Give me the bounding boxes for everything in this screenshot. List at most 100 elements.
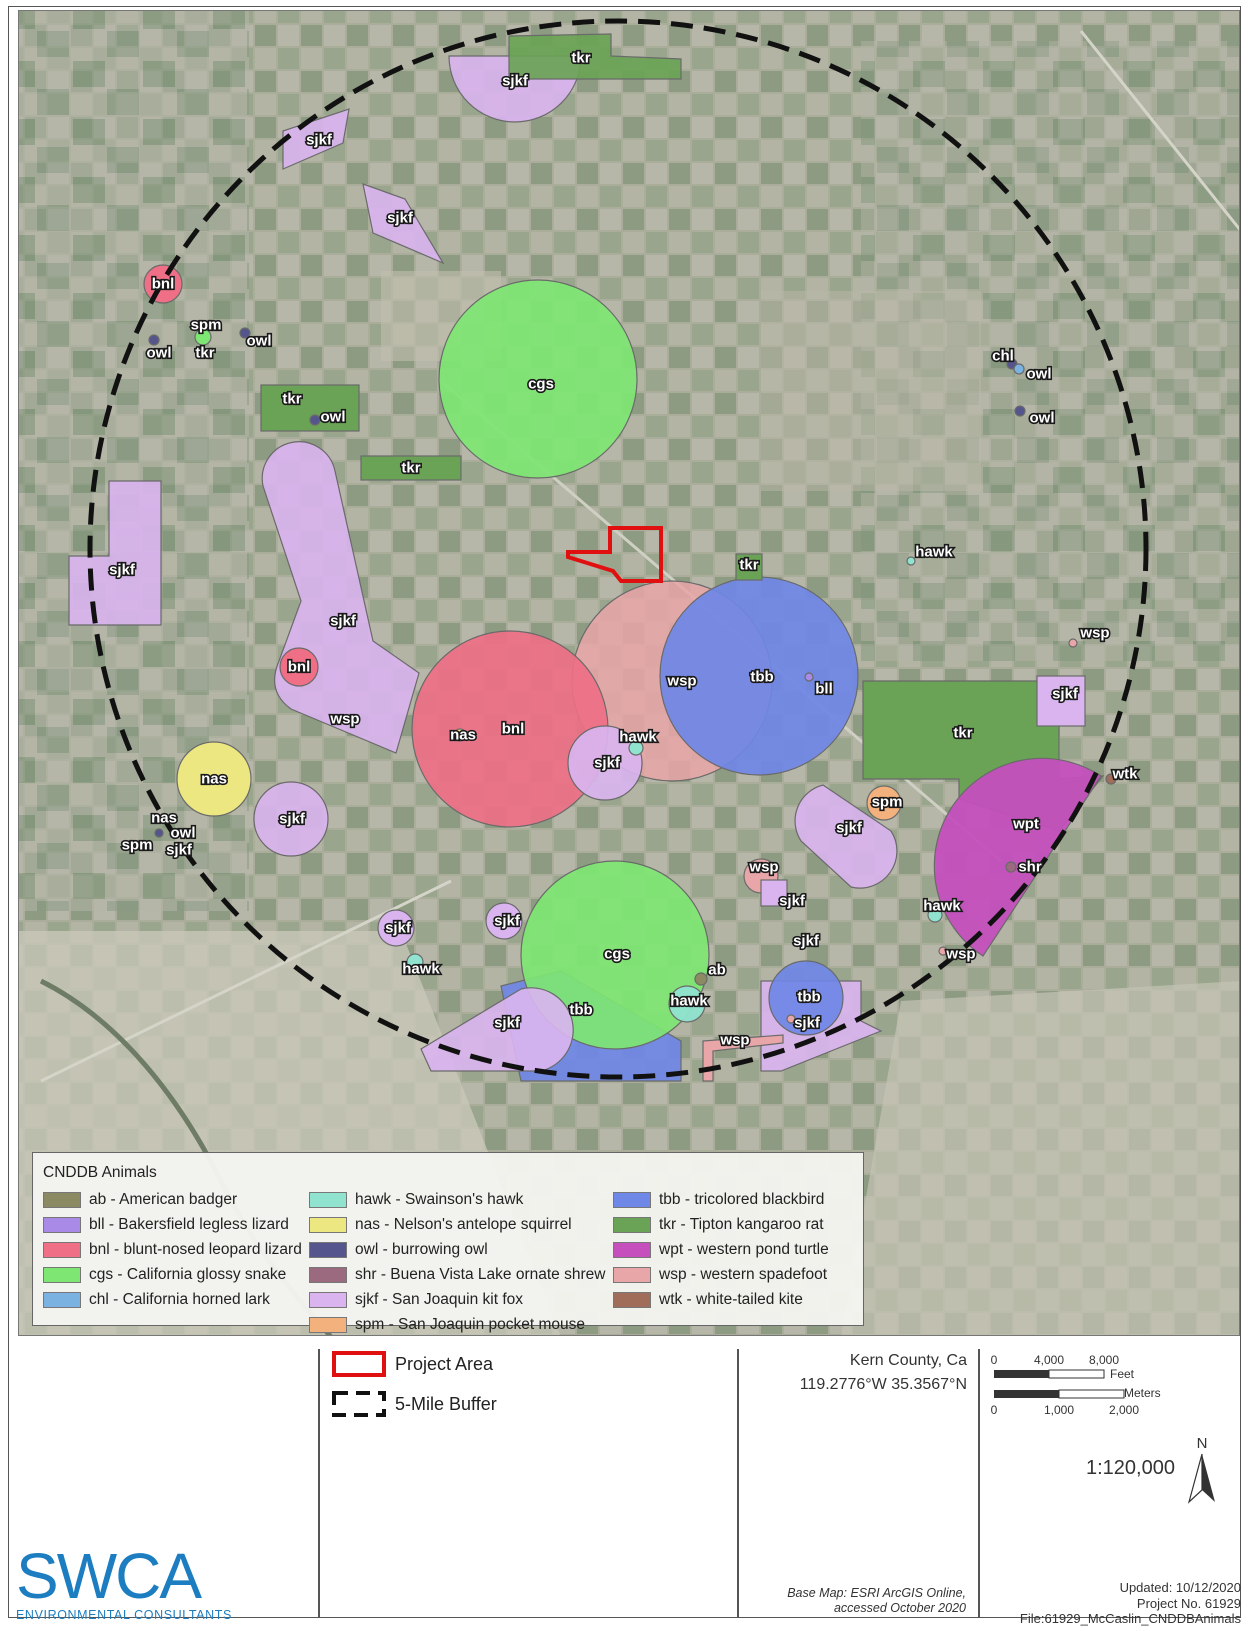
- scale-feet-unit: Feet: [1110, 1367, 1135, 1381]
- label-sjkf: sjkf: [109, 562, 136, 579]
- legend-label: owl - burrowing owl: [355, 1241, 488, 1258]
- scale-meter-tick: 2,000: [1109, 1403, 1139, 1417]
- label-sjkf: sjkf: [330, 613, 357, 630]
- legend-swatch: [309, 1267, 347, 1283]
- legend-item: ab - American badger: [43, 1189, 237, 1211]
- basemap-credit-line: Base Map: ESRI ArcGIS Online,: [787, 1586, 966, 1600]
- scale-bar: 0 4,000 8,000 Feet Meters 0 1,000 2,000: [991, 1353, 1161, 1417]
- label-wsp: wsp: [945, 946, 975, 963]
- legend-label: cgs - California glossy snake: [89, 1266, 287, 1283]
- legend-swatch: [613, 1292, 651, 1308]
- legend-swatch: [309, 1192, 347, 1208]
- legend-item: shr - Buena Vista Lake ornate shrew: [309, 1264, 605, 1286]
- legend-label: sjkf - San Joaquin kit fox: [355, 1291, 523, 1308]
- label-owl: owl: [1030, 410, 1055, 427]
- label-hawk: hawk: [402, 961, 440, 978]
- buffer-swatch: [332, 1391, 386, 1417]
- scale-meter-tick: 1,000: [1044, 1403, 1074, 1417]
- location-coords: 119.2776°W 35.3567°N: [799, 1376, 967, 1393]
- label-sjkf: sjkf: [594, 755, 621, 772]
- legend-item: nas - Nelson's antelope squirrel: [309, 1214, 572, 1236]
- label-spm: spm: [122, 837, 153, 854]
- label-sjkf: sjkf: [794, 1015, 821, 1032]
- label-sjkf: sjkf: [387, 210, 414, 227]
- label-tkr: tkr: [571, 50, 590, 67]
- label-bnl: bnl: [502, 721, 525, 738]
- label-tkr: tkr: [739, 557, 758, 574]
- label-sjkf: sjkf: [793, 933, 820, 950]
- map-labels: tkr sjkf sjkf sjkf bnl spm owl tkr owl t…: [107, 48, 1139, 1050]
- legend-item: wpt - western pond turtle: [613, 1239, 829, 1261]
- legend-label: spm - San Joaquin pocket mouse: [355, 1316, 586, 1333]
- map-canvas[interactable]: tkr sjkf sjkf sjkf bnl spm owl tkr owl t…: [19, 11, 1240, 1336]
- legend-item: tbb - tricolored blackbird: [613, 1189, 824, 1211]
- legend-swatch: [309, 1292, 347, 1308]
- label-ab: ab: [708, 962, 726, 979]
- label-owl: owl: [171, 825, 196, 842]
- legend-label: nas - Nelson's antelope squirrel: [355, 1216, 572, 1233]
- label-shr: shr: [1018, 859, 1042, 876]
- legend-item: wsp - western spadefoot: [613, 1264, 827, 1286]
- label-bnl: bnl: [152, 276, 175, 293]
- legend-swatch: [43, 1192, 81, 1208]
- label-owl: owl: [247, 333, 272, 350]
- legend-label: bll - Bakersfield legless lizard: [89, 1216, 289, 1233]
- legend-label: hawk - Swainson's hawk: [355, 1191, 524, 1208]
- legend-label: bnl - blunt-nosed leopard lizard: [89, 1241, 302, 1258]
- legend-item: wtk - white-tailed kite: [613, 1289, 803, 1311]
- label-tbb: tbb: [797, 989, 820, 1006]
- legend-swatch: [613, 1217, 651, 1233]
- label-wtk: wtk: [1111, 766, 1138, 783]
- legend-label: tbb - tricolored blackbird: [659, 1191, 825, 1208]
- legend-item: bll - Bakersfield legless lizard: [43, 1214, 289, 1236]
- key-project-area-label: Project Area: [395, 1353, 494, 1374]
- label-wsp: wsp: [666, 673, 696, 690]
- legend-item: tkr - Tipton kangaroo rat: [613, 1214, 824, 1236]
- label-owl: owl: [321, 409, 346, 426]
- label-sjkf: sjkf: [494, 1015, 521, 1032]
- file-info: Updated: 10/12/2020 Project No. 61929 Fi…: [1020, 1580, 1241, 1627]
- legend-item: spm - San Joaquin pocket mouse: [309, 1314, 585, 1336]
- scale-feet-tick: 4,000: [1034, 1353, 1064, 1367]
- project-number: Project No. 61929: [1136, 1595, 1241, 1611]
- legend-swatch: [613, 1242, 651, 1258]
- legend-swatch: [613, 1267, 651, 1283]
- label-tbb: tbb: [750, 669, 773, 686]
- key-project-area: Project Area: [331, 1350, 493, 1378]
- label-owl: owl: [147, 345, 172, 362]
- north-arrow-icon: N: [1187, 1435, 1215, 1504]
- label-sjkf: sjkf: [385, 920, 412, 937]
- legend-swatch: [43, 1267, 81, 1283]
- label-nas: nas: [201, 771, 227, 788]
- label-cgs: cgs: [528, 376, 554, 393]
- legend-item: hawk - Swainson's hawk: [309, 1189, 523, 1211]
- label-tkr: tkr: [282, 391, 301, 408]
- species-features: [68, 33, 1117, 1082]
- label-wsp: wsp: [748, 859, 778, 876]
- label-sjkf: sjkf: [494, 913, 521, 930]
- legend-item: owl - burrowing owl: [309, 1239, 488, 1261]
- project-area-swatch: [332, 1351, 386, 1377]
- label-bnl: bnl: [288, 659, 311, 676]
- label-sjkf: sjkf: [279, 811, 306, 828]
- scale-feet-tick: 8,000: [1089, 1353, 1119, 1367]
- panel-divider: [978, 1349, 980, 1617]
- logo-tagline: ENVIRONMENTAL CONSULTANTS: [16, 1608, 232, 1622]
- panel-divider: [737, 1349, 739, 1617]
- label-sjkf: sjkf: [306, 132, 333, 149]
- scale-ratio: 1:120,000: [1086, 1457, 1175, 1479]
- legend-label: chl - California horned lark: [89, 1291, 270, 1308]
- scale-feet-tick: 0: [991, 1353, 998, 1367]
- label-tkr: tkr: [401, 460, 420, 477]
- legend-swatch: [309, 1242, 347, 1258]
- label-wpt: wpt: [1012, 816, 1039, 833]
- map-area[interactable]: tkr sjkf sjkf sjkf bnl spm owl tkr owl t…: [18, 10, 1240, 1336]
- legend-label: ab - American badger: [89, 1191, 238, 1208]
- panel-divider: [318, 1349, 320, 1617]
- key-buffer: 5-Mile Buffer: [331, 1390, 497, 1418]
- project-area-outline[interactable]: [566, 526, 663, 583]
- label-wsp: wsp: [1079, 625, 1109, 642]
- legend-swatch: [613, 1192, 651, 1208]
- base-imagery: [19, 11, 1239, 1335]
